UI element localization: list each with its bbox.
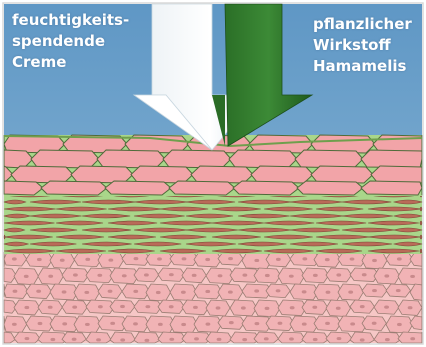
hamamelis-label-line-2: Wirkstoff: [313, 35, 412, 56]
corneum-cell: [191, 166, 253, 183]
corneum-cell: [295, 150, 363, 168]
basal-cell: [206, 332, 232, 343]
corneum-cell: [4, 181, 43, 195]
basal-cell: [158, 332, 186, 343]
corneum-cell: [169, 181, 235, 195]
granular-cell-layer: [4, 190, 422, 254]
corneum-cell: [163, 150, 231, 168]
granular-cell: [420, 207, 422, 211]
corneum-cell: [371, 166, 422, 183]
basal-cell: [302, 332, 328, 343]
corneum-cell: [105, 181, 171, 195]
granular-cell: [420, 249, 422, 253]
corneum-cell: [41, 181, 107, 195]
basal-cell: [398, 268, 422, 285]
corneum-cell: [31, 150, 99, 168]
corneum-cell: [361, 150, 422, 168]
corneum-cell: [71, 166, 133, 183]
hamamelis-label-line-3: Hamamelis: [313, 56, 412, 77]
cream-label-line-2: spendende: [12, 31, 129, 52]
cream-label: feuchtigkeits- spendende Creme: [12, 10, 129, 73]
basal-cell: [374, 332, 401, 343]
basal-cell-layer: [4, 250, 422, 343]
granular-cell: [420, 221, 422, 225]
corneum-cell: [131, 166, 193, 183]
cream-label-line-1: feuchtigkeits-: [12, 10, 129, 31]
basal-cell: [398, 332, 422, 343]
hamamelis-label-line-1: pflanzlicher: [313, 14, 412, 35]
granular-cell: [420, 235, 422, 239]
corneum-cell: [233, 181, 299, 195]
corneum-cell: [361, 181, 422, 195]
corneum-cell: [97, 150, 165, 168]
cream-label-line-3: Creme: [12, 52, 129, 73]
corneum-cell: [311, 166, 373, 183]
corneum-cell: [229, 150, 297, 168]
corneum-cell: [297, 181, 363, 195]
corneum-cell: [11, 166, 73, 183]
corneum-cell: [251, 166, 313, 183]
hamamelis-label: pflanzlicher Wirkstoff Hamamelis: [313, 14, 412, 77]
basal-cell: [62, 332, 86, 343]
